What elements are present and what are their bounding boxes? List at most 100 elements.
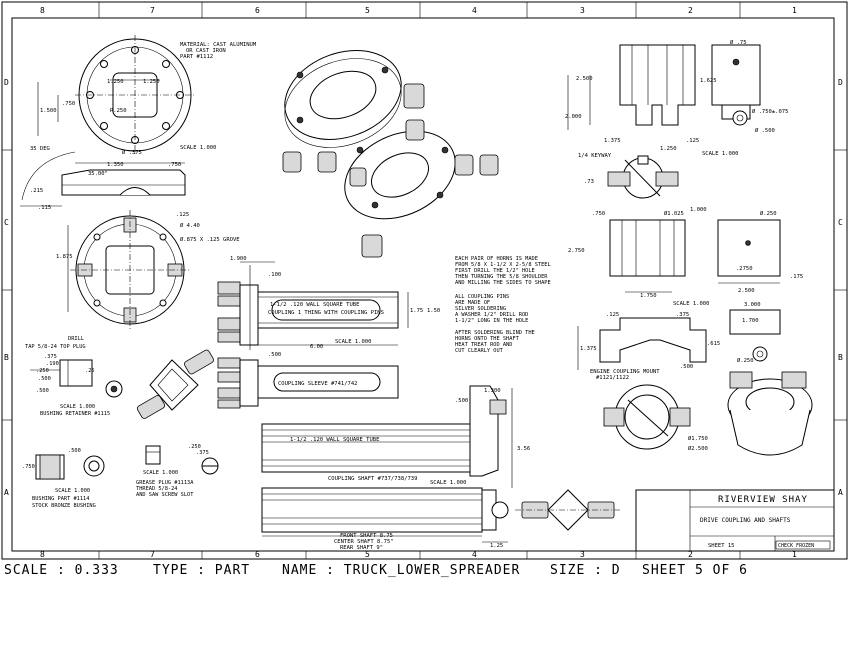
zone-top-3: 3 xyxy=(580,6,585,15)
dim-100: .100 xyxy=(268,272,281,278)
scale-label-8: SCALE 1.000 xyxy=(673,301,709,307)
zone-bottom-1: 1 xyxy=(792,550,797,559)
dim-r-500b: .500 xyxy=(680,364,693,370)
scale-label-6: SCALE 1.000 xyxy=(430,480,466,486)
dim-1250a: 1.250 xyxy=(107,79,124,85)
coupling-iso-right xyxy=(727,371,813,456)
note-solder-1: AFTER SOLDERING BLIND THE xyxy=(455,330,535,336)
zone-top-2: 2 xyxy=(688,6,693,15)
zone-right-d: D xyxy=(838,78,843,87)
dim-r-500: Ø .500 xyxy=(755,127,775,134)
dim-r-1750b: Ø1.750 xyxy=(688,435,708,442)
scale-label-7: SCALE 1.000 xyxy=(702,151,738,157)
zone-top-7: 7 xyxy=(150,6,155,15)
coupling-flange-end-view xyxy=(603,384,691,450)
dim-r-1025: Ø1.025 xyxy=(664,210,684,217)
label-engine-mount-2: #1121/1122 xyxy=(596,375,629,381)
horn-block-end xyxy=(711,44,761,126)
dim-1300: 1.300 xyxy=(484,388,501,394)
dim-215: .215 xyxy=(30,188,43,194)
zone-top-5: 5 xyxy=(365,6,370,15)
dim-r-1625: 1.625 xyxy=(700,78,717,84)
dim-r-73: .73 xyxy=(584,179,594,185)
dim-r-1375: 1.375 xyxy=(604,138,621,144)
dim-r-1700: 1.700 xyxy=(742,318,759,324)
dim-3500: 35.00" xyxy=(88,171,108,177)
dim-750b: .750 xyxy=(168,162,181,168)
dim-r-250: Ø.250 xyxy=(760,210,777,217)
dim-keyway: 1/4 KEYWAY xyxy=(578,153,612,159)
note-making-1: EACH PAIR OF HORNS IS MADE xyxy=(455,256,538,262)
coupling-shaft-upper xyxy=(261,385,513,488)
footer-sheet: SHEET 5 OF 6 xyxy=(642,563,748,578)
drawing-sheet: 8 7 6 5 4 3 2 1 8 7 6 5 4 3 2 1 D C B A … xyxy=(1,1,848,560)
dim-500d: .500 xyxy=(36,388,49,394)
dim-r-2750: 2.750 xyxy=(568,248,585,254)
square-tube-coupling xyxy=(217,261,409,350)
dim-r-2500c: Ø2.500 xyxy=(688,445,708,452)
label-center-shaft: CENTER SHAFT 8.75" xyxy=(334,539,394,545)
note-making-4: THEN TURNING THE 5/8 SHOULDER xyxy=(455,274,548,280)
label-shaft: COUPLING SHAFT #737/738/739 xyxy=(328,476,417,482)
dim-500c: .500 xyxy=(38,376,51,382)
footer-size: SIZE : D xyxy=(550,563,621,578)
label-tube-1: 1-1/2 .120 WALL SQUARE TUBE xyxy=(270,302,359,308)
zone-left-c: C xyxy=(4,218,9,227)
label-bushing-1: BUSHING PART #1114 xyxy=(32,496,89,502)
zone-ticks xyxy=(2,2,847,559)
zone-bottom-6: 6 xyxy=(255,550,260,559)
label-tap: TAP 5/8-24 TOP PLUG xyxy=(25,344,86,350)
dim-r-75: Ø .75 xyxy=(730,39,747,46)
note-pins-4: A WASHER 1/2" DRILL ROD xyxy=(455,312,528,318)
label-bushing-retainer: BUSHING RETAINER #1115 xyxy=(40,411,110,417)
note-making-2: FROM 5/8 X 1-1/2 X 2-5/8 STEEL xyxy=(455,262,551,268)
zone-bottom-5: 5 xyxy=(365,550,370,559)
bushing-retainer xyxy=(30,359,123,398)
note-material-3: PART #1112 xyxy=(180,54,213,60)
grease-plug xyxy=(145,445,219,475)
label-sleeve: COUPLING SLEEVE #741/742 xyxy=(278,381,357,387)
note-pins-3: SILVER SOLDERING xyxy=(455,306,506,312)
dim-r-2750b: .2750 xyxy=(736,266,753,272)
zone-left-a: A xyxy=(4,488,9,497)
label-front-shaft: FRONT SHAFT 8.75 xyxy=(340,533,393,539)
note-making-3: FIRST DRILL THE 1/2" HOLE xyxy=(455,268,535,274)
zone-labels: 8 7 6 5 4 3 2 1 8 7 6 5 4 3 2 1 D C B A … xyxy=(4,6,843,559)
label-drill: DRILL xyxy=(68,336,84,342)
note-pins-1: ALL COUPLING PINS xyxy=(455,294,509,300)
dim-375: Ø .375 xyxy=(122,149,142,156)
zone-top-8: 8 xyxy=(40,6,45,15)
note-material-1: MATERIAL: CAST ALUMINUM xyxy=(180,42,257,48)
flange-side-view xyxy=(20,151,186,207)
title-sheet: SHEET 15 xyxy=(708,543,735,549)
zone-top-6: 6 xyxy=(255,6,260,15)
zone-right-a: A xyxy=(838,488,843,497)
title-block xyxy=(635,489,835,552)
dim-1350: 1.350 xyxy=(107,162,124,168)
horn-block-side xyxy=(567,44,696,130)
note-solder-2: HORNS ONTO THE SHAFT xyxy=(455,336,520,342)
scale-label-1: SCALE 1.000 xyxy=(180,145,216,151)
inner-border xyxy=(11,17,835,552)
dim-r-2500b: 2.500 xyxy=(738,288,755,294)
dim-r-375: .375 xyxy=(676,312,689,318)
scale-label-3: SCALE 1.000 xyxy=(60,404,95,410)
dim-1500: 1.500 xyxy=(40,108,57,114)
note-material-2: OR CAST IRON xyxy=(186,48,226,54)
coupling-sleeve xyxy=(217,357,399,409)
footer-type: TYPE : PART xyxy=(153,563,251,578)
label-rear-shaft: REAR SHAFT 9" xyxy=(340,545,383,551)
bushing-part xyxy=(35,454,105,480)
dim-r-615: .615 xyxy=(707,341,720,347)
note-pins-2: ARE MADE OF xyxy=(455,300,490,306)
dim-r-3000: 3.000 xyxy=(744,302,761,308)
dim-r-125b: .125 xyxy=(606,312,619,318)
zone-bottom-7: 7 xyxy=(150,550,155,559)
dim-375c: .375 xyxy=(196,450,209,456)
zone-left-d: D xyxy=(4,78,9,87)
label-grease-2: THREAD 5/8-24 xyxy=(136,486,177,492)
dim-500e: .500 xyxy=(68,448,81,454)
label-tube-1b: COUPLING 1 THING WITH COUPLING PINS xyxy=(268,310,384,316)
dim-440: Ø 4.40 xyxy=(180,222,200,229)
note-pins-5: 1-1/2" LONG IN THE HOLE xyxy=(455,318,528,324)
